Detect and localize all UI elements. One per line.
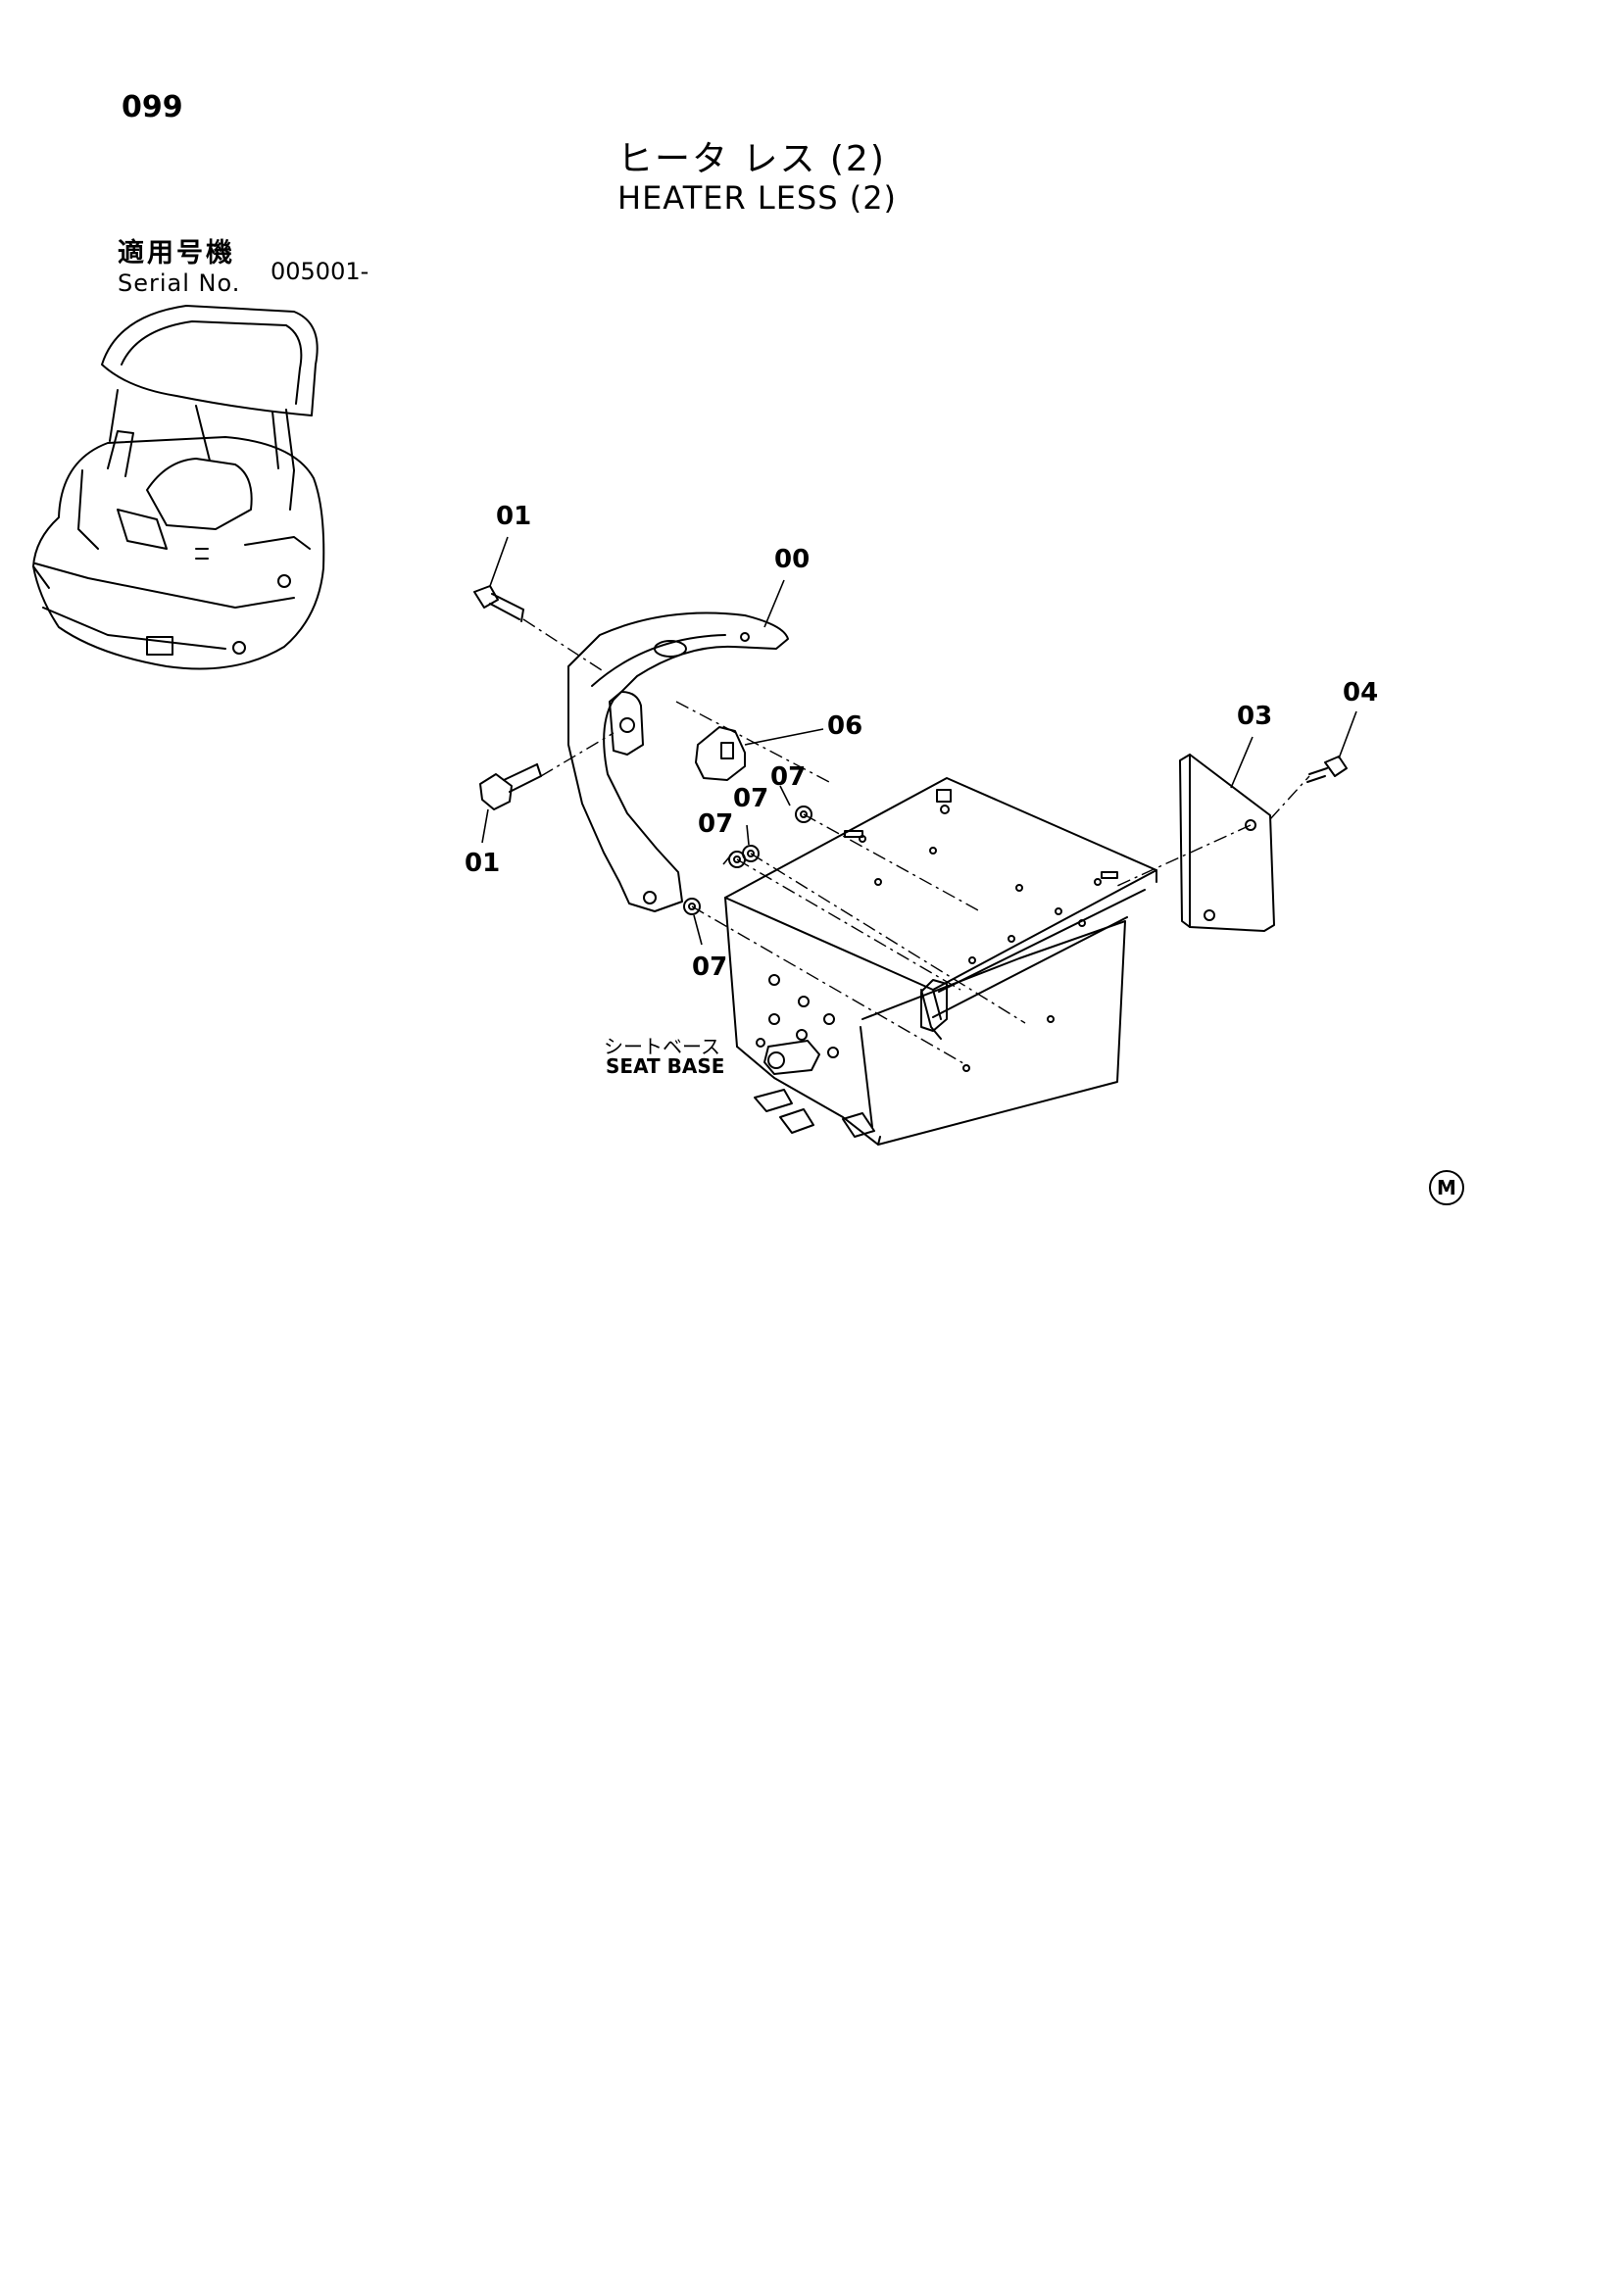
callout-04: 04 bbox=[1343, 678, 1379, 708]
assembly-line bbox=[1116, 824, 1252, 887]
serial-value: 005001- bbox=[270, 258, 369, 285]
callout-07-d: 07 bbox=[692, 953, 728, 982]
seat-base-label-en: SEAT BASE bbox=[606, 1054, 725, 1078]
leader-line bbox=[763, 579, 785, 628]
callout-07-a: 07 bbox=[770, 762, 807, 792]
part-clip-06 bbox=[695, 726, 746, 781]
part-screw-04 bbox=[1306, 756, 1348, 783]
part-nut-07-group bbox=[683, 806, 812, 915]
leader-line bbox=[722, 852, 734, 865]
callout-06: 06 bbox=[827, 711, 863, 741]
callout-01-top: 01 bbox=[496, 502, 532, 531]
leader-line bbox=[1338, 710, 1357, 759]
page-number: 099 bbox=[122, 90, 183, 124]
page-title-en: HEATER LESS (2) bbox=[617, 179, 898, 217]
assembly-line bbox=[691, 905, 969, 1067]
circled-m-marker: M bbox=[1429, 1170, 1464, 1205]
page-title-jp: ヒータ レス (2) bbox=[617, 139, 886, 179]
callout-07-b: 07 bbox=[733, 784, 769, 813]
assembly-line bbox=[522, 618, 603, 671]
callout-01-bottom: 01 bbox=[465, 849, 501, 878]
callout-07-c: 07 bbox=[698, 809, 734, 839]
leader-line bbox=[489, 536, 509, 587]
part-bracket-00 bbox=[567, 611, 789, 912]
assembly-line bbox=[675, 701, 830, 783]
leader-line bbox=[481, 808, 489, 844]
part-plate-03 bbox=[1179, 754, 1275, 932]
machine-overview-illustration bbox=[32, 305, 325, 670]
callout-03: 03 bbox=[1237, 702, 1273, 731]
callout-00: 00 bbox=[774, 545, 811, 574]
leader-line bbox=[744, 728, 824, 746]
assembly-line bbox=[1269, 775, 1310, 820]
part-bolt-01-top bbox=[473, 585, 524, 622]
leader-line bbox=[746, 824, 750, 846]
seat-base-label-jp: シートベース bbox=[604, 1035, 720, 1058]
serial-label-jp: 適用号機 bbox=[118, 238, 235, 269]
leader-line bbox=[693, 914, 703, 946]
leader-line bbox=[1230, 736, 1254, 789]
serial-label-en: Serial No. bbox=[118, 269, 241, 297]
assembly-line bbox=[736, 858, 961, 991]
part-bolt-01-bottom bbox=[479, 763, 542, 810]
assembly-line bbox=[540, 732, 615, 777]
seat-base-frame bbox=[724, 777, 1157, 1146]
assembly-line bbox=[750, 853, 1026, 1024]
leader-line bbox=[779, 785, 791, 806]
assembly-line bbox=[803, 813, 981, 912]
